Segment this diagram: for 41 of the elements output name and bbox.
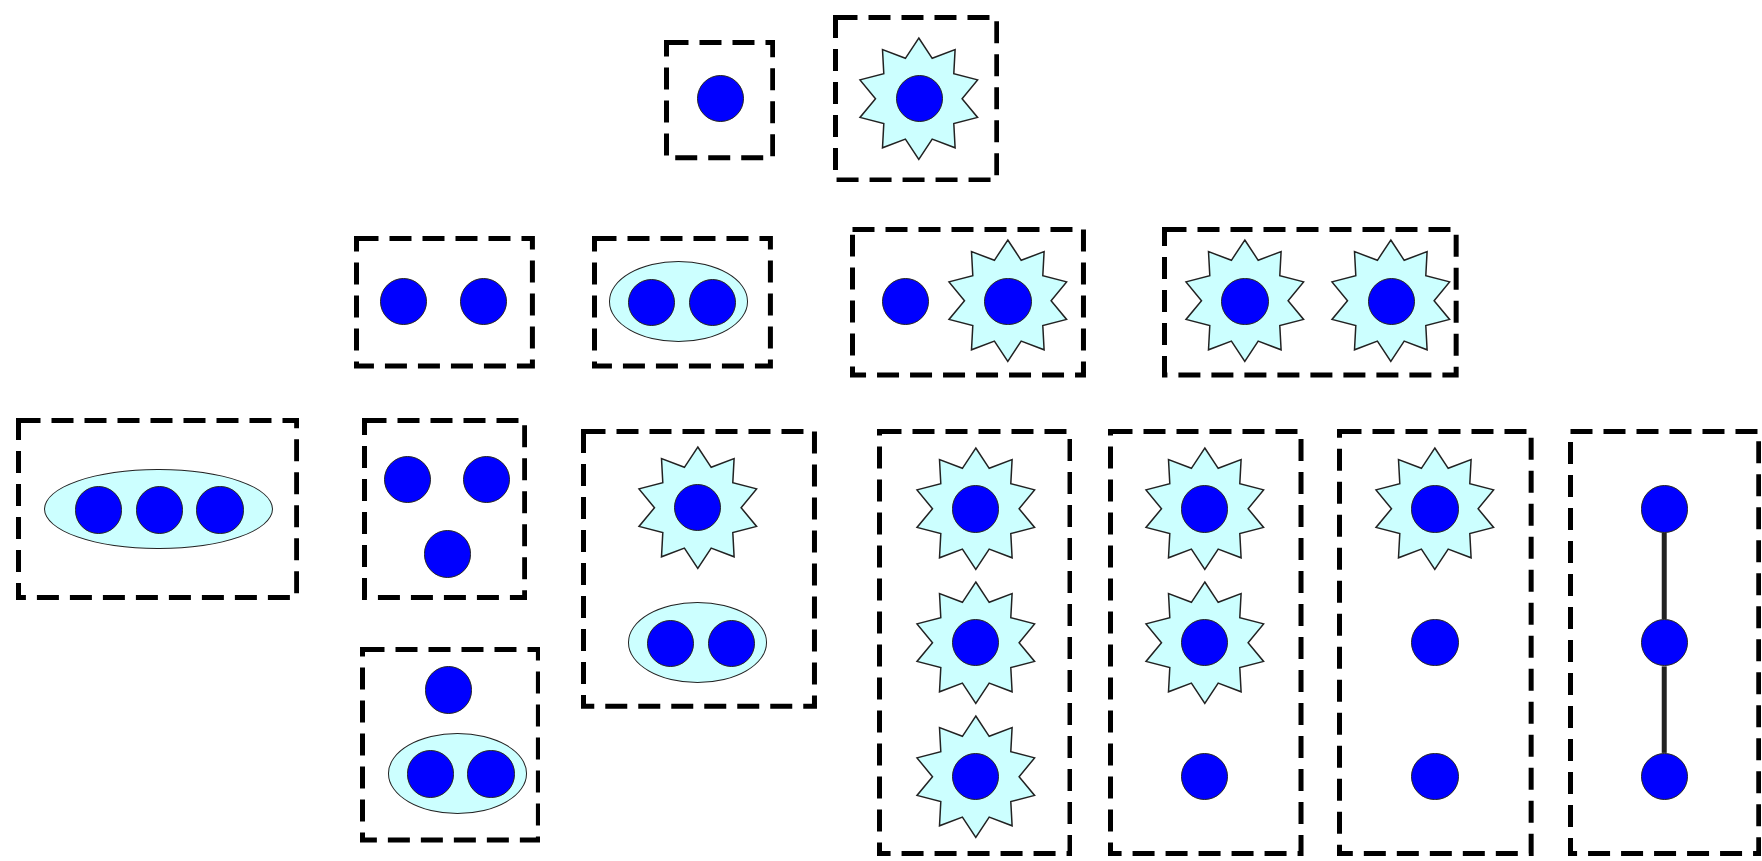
star-node (913, 582, 1038, 704)
star-node (913, 715, 1038, 838)
circle-node (688, 278, 736, 326)
circle-node (707, 620, 755, 668)
dashed-frame (359, 647, 541, 843)
star-node (1142, 582, 1267, 704)
dashed-frame (592, 235, 774, 369)
star-node (857, 38, 981, 160)
circle-node (1411, 619, 1459, 667)
star-node (1142, 448, 1267, 570)
circle-node (135, 486, 183, 534)
circle-node (1411, 752, 1459, 801)
star-node (1373, 448, 1497, 570)
dashed-frame (832, 14, 999, 182)
connector-line (1661, 532, 1667, 620)
circle-node (1640, 485, 1688, 533)
star-node (1183, 240, 1307, 362)
dashed-frame (15, 418, 299, 601)
dashed-frame (1108, 429, 1304, 857)
dashed-frame (664, 40, 776, 161)
circle-node (75, 486, 123, 534)
dashed-frame (849, 227, 1086, 378)
circle-node (467, 750, 515, 798)
star-node (946, 240, 1070, 362)
dashed-frame (1567, 429, 1761, 857)
star-node (913, 448, 1038, 570)
circle-node (406, 750, 454, 798)
star-node (636, 447, 760, 569)
circle-node (196, 486, 244, 534)
dashed-frame (876, 429, 1072, 857)
circle-node (424, 666, 472, 714)
star-node (1329, 240, 1453, 362)
dashed-frame (353, 235, 535, 369)
dashed-frame (1337, 429, 1534, 857)
dashed-frame (1161, 227, 1459, 378)
circle-node (647, 620, 695, 668)
circle-node (628, 278, 676, 326)
circle-node (423, 530, 471, 578)
dashed-frame (361, 418, 527, 601)
dashed-frame (580, 429, 817, 710)
connector-line (1661, 666, 1667, 753)
